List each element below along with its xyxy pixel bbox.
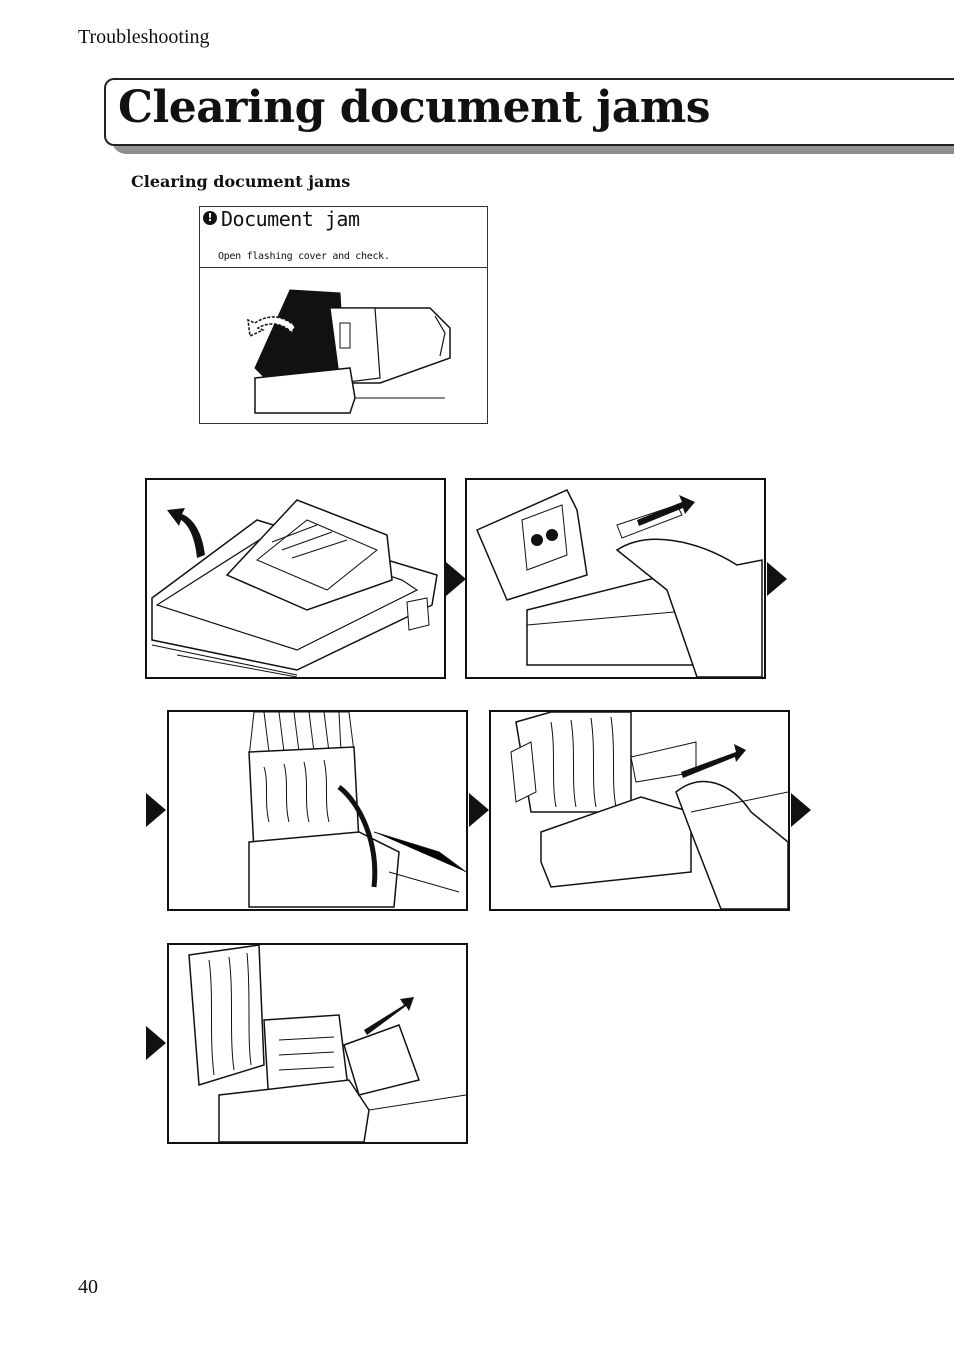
page-title: Clearing document jams xyxy=(118,82,711,133)
step-arrow-3-icon xyxy=(146,793,166,827)
pull-out-exit-paper-illustration xyxy=(188,945,466,1142)
lift-inner-guide-illustration xyxy=(248,712,466,908)
feeder-cover-illustration xyxy=(247,289,451,414)
lcd-display: ! Document jam Open flashing cover and c… xyxy=(199,206,488,424)
page-number: 40 xyxy=(78,1276,98,1298)
section-subheading: Clearing document jams xyxy=(131,172,351,191)
step-arrow-5-icon xyxy=(791,793,811,827)
title-banner xyxy=(104,78,954,146)
step-1-panel xyxy=(145,478,446,679)
step-arrow-1-icon xyxy=(446,562,466,596)
step-arrow-4-icon xyxy=(469,793,489,827)
lcd-message: Open flashing cover and check. xyxy=(218,251,390,262)
section-header: Troubleshooting xyxy=(78,26,210,48)
step-3-panel xyxy=(167,710,468,911)
open-feeder-cover-illustration xyxy=(151,499,438,677)
step-2-panel xyxy=(465,478,766,679)
remove-paper-from-rollers-illustration xyxy=(510,712,788,909)
step-arrow-6-icon xyxy=(146,1026,166,1060)
lcd-heading: Document jam xyxy=(221,207,360,231)
step-arrow-2-icon xyxy=(767,562,787,596)
exclamation-icon: ! xyxy=(203,211,217,225)
lcd-divider xyxy=(200,267,487,268)
remove-jammed-paper-illustration xyxy=(476,489,763,677)
step-4-panel xyxy=(489,710,790,911)
step-5-panel xyxy=(167,943,468,1144)
